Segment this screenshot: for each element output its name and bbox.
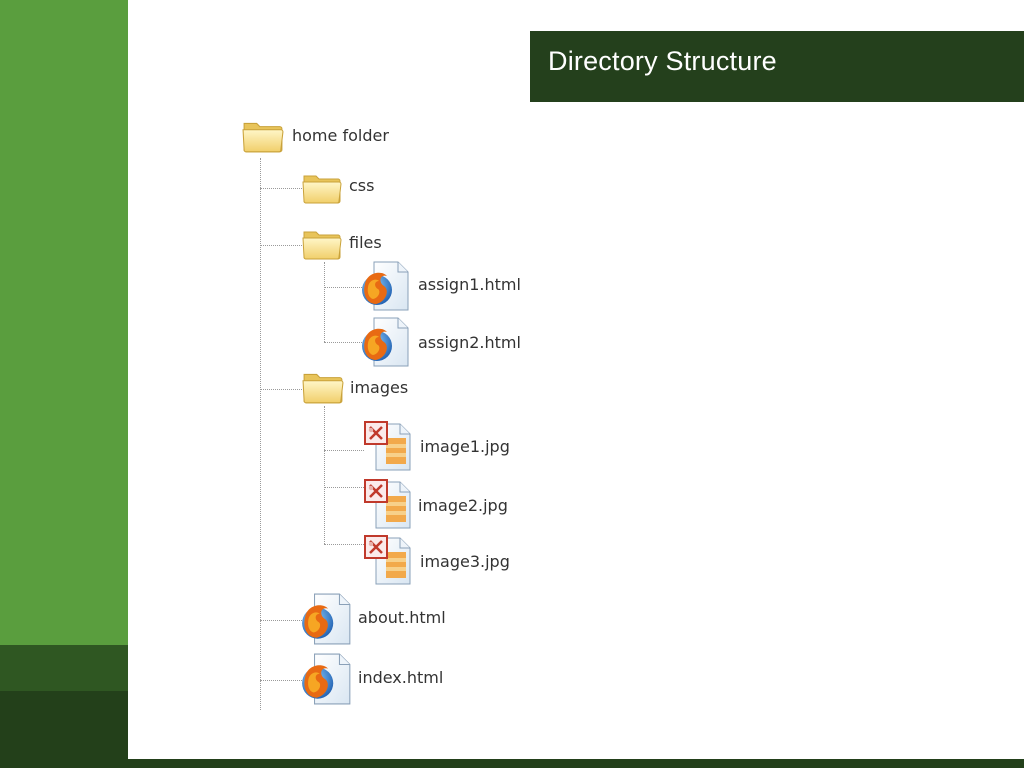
tree-branch-line	[324, 287, 362, 288]
tree-item-label[interactable]: images	[350, 378, 409, 397]
folder-icon[interactable]	[302, 366, 344, 406]
images-branch-line	[324, 406, 325, 544]
tree-item-label[interactable]: assign2.html	[418, 333, 521, 352]
folder-icon[interactable]	[242, 115, 284, 155]
tree-branch-line	[324, 544, 364, 545]
image-file-icon[interactable]	[362, 420, 414, 472]
title-bar: Directory Structure	[530, 31, 1024, 102]
tree-trunk-line	[260, 158, 261, 710]
tree-root-label[interactable]: home folder	[292, 126, 389, 145]
firefox-html-file-icon[interactable]	[300, 652, 354, 706]
left-mid-band	[0, 645, 128, 691]
tree-branch-line	[260, 188, 304, 189]
firefox-html-file-icon[interactable]	[300, 592, 354, 646]
tree-item-label[interactable]: image2.jpg	[418, 496, 508, 515]
left-green-bar	[0, 0, 128, 645]
folder-icon[interactable]	[302, 168, 342, 206]
tree-branch-line	[260, 680, 302, 681]
tree-item-label[interactable]: index.html	[358, 668, 444, 687]
tree-branch-line	[324, 342, 362, 343]
tree-item-label[interactable]: about.html	[358, 608, 446, 627]
tree-branch-line	[260, 389, 304, 390]
tree-branch-line	[324, 487, 364, 488]
tree-item-label[interactable]: image3.jpg	[420, 552, 510, 571]
tree-item-label[interactable]: image1.jpg	[420, 437, 510, 456]
image-file-icon[interactable]	[362, 478, 414, 530]
folder-icon[interactable]	[302, 224, 342, 262]
files-branch-line	[324, 262, 325, 342]
tree-branch-line	[260, 245, 304, 246]
firefox-html-file-icon[interactable]	[360, 316, 412, 368]
firefox-html-file-icon[interactable]	[360, 260, 412, 312]
slide-title: Directory Structure	[548, 46, 777, 76]
tree-branch-line	[324, 450, 364, 451]
tree-item-label[interactable]: assign1.html	[418, 275, 521, 294]
tree-item-label[interactable]: css	[349, 176, 375, 195]
tree-branch-line	[260, 620, 302, 621]
bottom-bar	[128, 759, 1024, 768]
tree-item-label[interactable]: files	[349, 233, 382, 252]
image-file-icon[interactable]	[362, 534, 414, 586]
left-dark-band	[0, 691, 128, 768]
